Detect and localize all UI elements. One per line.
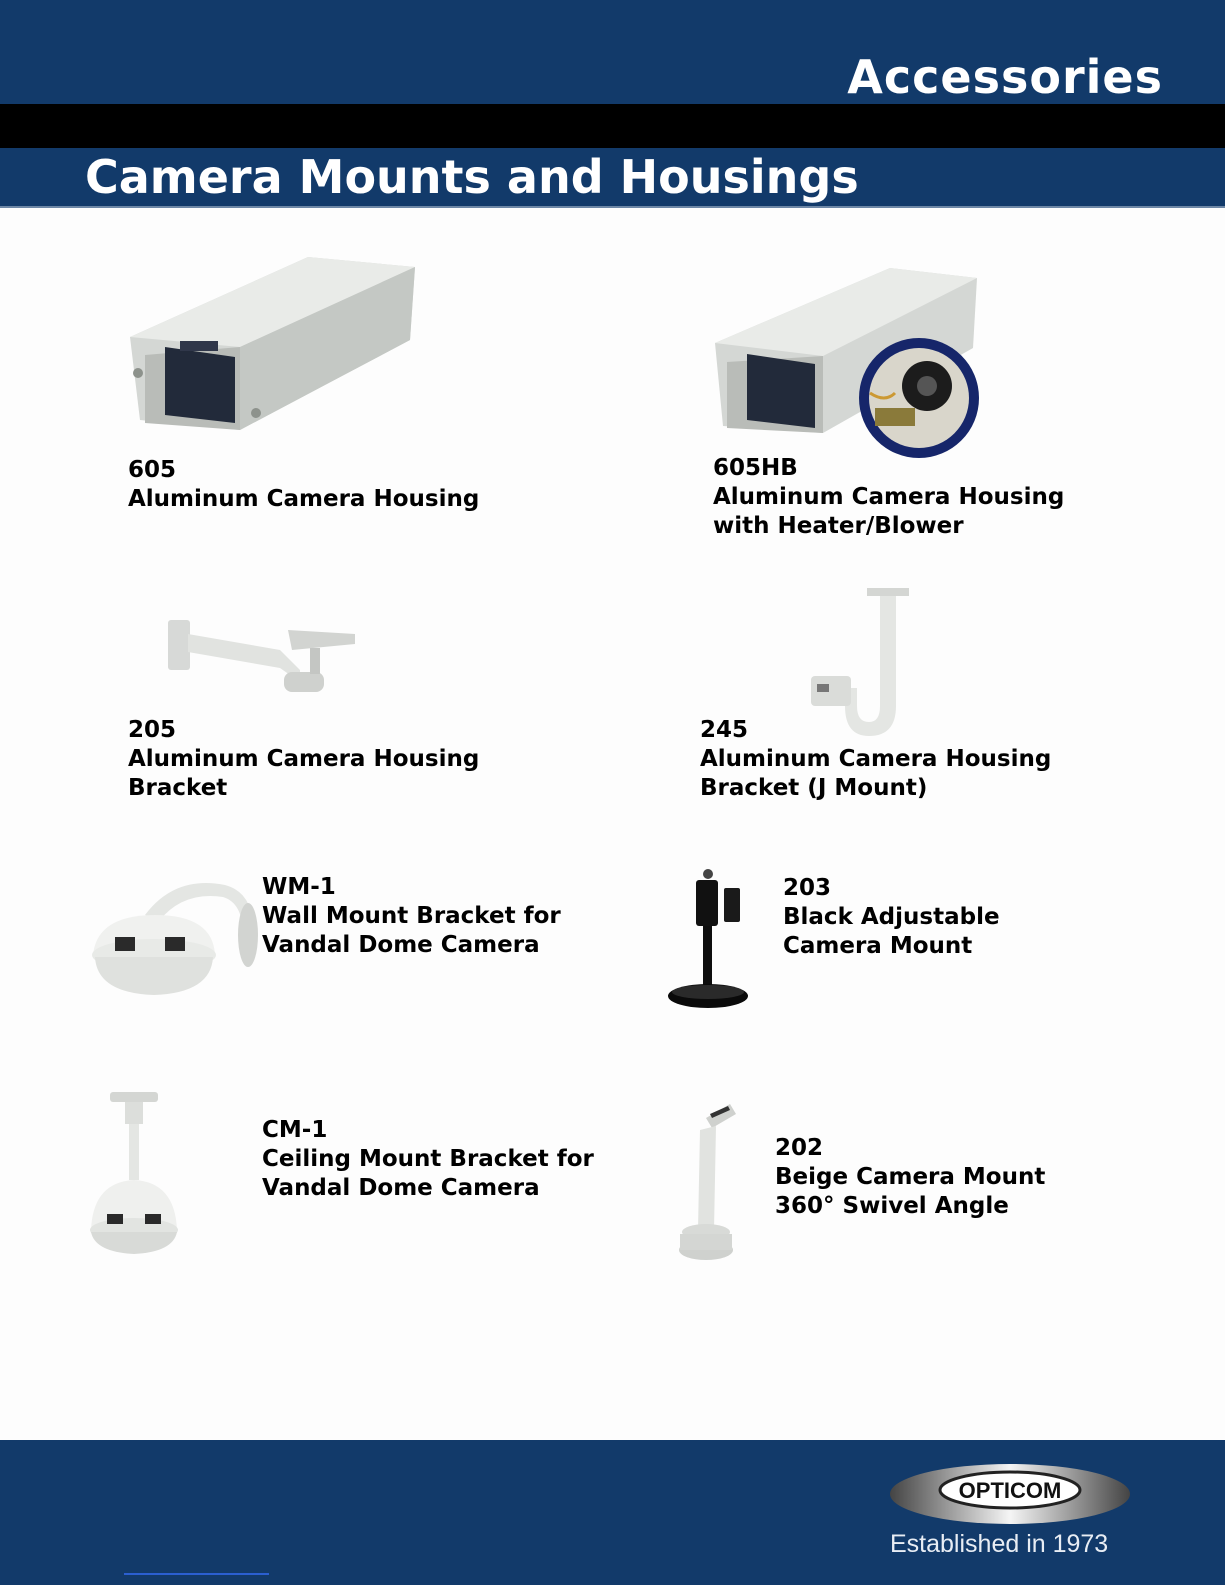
- title-band: [0, 148, 1225, 208]
- product-description: with Heater/Blower: [713, 513, 964, 539]
- product-245: 245 Aluminum Camera Housing Bracket (J M…: [700, 716, 1051, 803]
- opticom-logo: OPTICOM: [890, 1464, 1130, 1524]
- product-description: Aluminum Camera Housing: [700, 746, 1052, 772]
- product-description: Wall Mount Bracket for: [262, 903, 561, 929]
- camera-housing-with-blower-image: [715, 268, 979, 458]
- product-205: 205 Aluminum Camera Housing Bracket: [128, 716, 479, 803]
- product-203: 203 Black Adjustable Camera Mount: [783, 874, 1000, 961]
- product-model: 605HB: [713, 455, 798, 481]
- product-wm-1: WM-1 Wall Mount Bracket for Vandal Dome …: [262, 873, 561, 960]
- product-description: Camera Mount: [783, 933, 973, 959]
- product-cm-1: CM-1 Ceiling Mount Bracket for Vandal Do…: [262, 1116, 594, 1203]
- header-band: [0, 0, 1225, 104]
- beige-swivel-mount-image: [679, 1104, 736, 1260]
- product-description: 360° Swivel Angle: [775, 1193, 1009, 1219]
- black-camera-stand-image: [668, 869, 748, 1008]
- dome-ceiling-mount-image: [90, 1092, 178, 1254]
- product-description: Vandal Dome Camera: [262, 932, 540, 958]
- product-202: 202 Beige Camera Mount 360° Swivel Angle: [775, 1134, 1045, 1221]
- svg-text:OPTICOM: OPTICOM: [959, 1478, 1062, 1503]
- product-description: Aluminum Camera Housing: [128, 486, 480, 512]
- camera-housing-image: [130, 257, 415, 430]
- section-label: Accessories: [847, 50, 1163, 104]
- product-model: 245: [700, 717, 749, 743]
- page-title: Camera Mounts and Housings: [85, 150, 859, 204]
- product-model: 605: [128, 457, 177, 483]
- dome-wall-mount-image: [92, 883, 258, 995]
- wall-bracket-image: [168, 620, 355, 692]
- divider-band: [0, 104, 1225, 148]
- footer-tagline: Established in 1973: [890, 1530, 1109, 1558]
- product-description: Bracket (J Mount): [700, 775, 928, 801]
- product-description: Black Adjustable: [783, 904, 1000, 930]
- link-underline: [124, 1573, 269, 1575]
- product-description: Bracket: [128, 775, 228, 801]
- product-605hb: 605HB Aluminum Camera Housing with Heate…: [713, 454, 1064, 541]
- product-model: 203: [783, 875, 832, 901]
- product-description: Ceiling Mount Bracket for: [262, 1146, 594, 1172]
- product-model: 202: [775, 1135, 824, 1161]
- product-description: Aluminum Camera Housing: [713, 484, 1065, 510]
- product-description: Beige Camera Mount: [775, 1164, 1046, 1190]
- product-description: Aluminum Camera Housing: [128, 746, 480, 772]
- j-mount-bracket-image: [811, 588, 909, 736]
- product-model: WM-1: [262, 874, 336, 900]
- product-description: Vandal Dome Camera: [262, 1175, 540, 1201]
- product-605: 605 Aluminum Camera Housing: [128, 456, 479, 514]
- product-model: 205: [128, 717, 177, 743]
- product-model: CM-1: [262, 1117, 328, 1143]
